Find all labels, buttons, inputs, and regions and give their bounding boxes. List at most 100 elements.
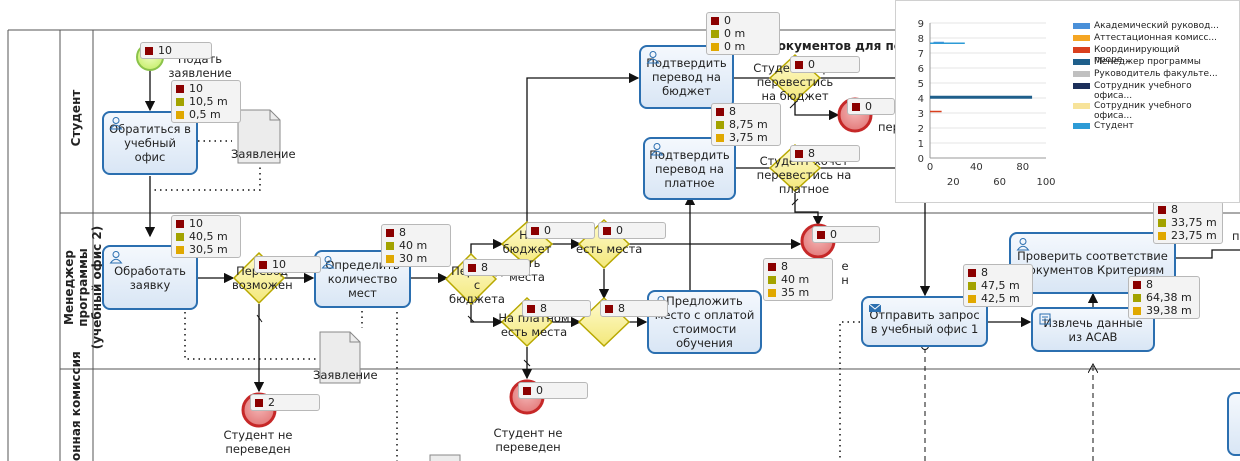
legend-label: Академический руковод... bbox=[1094, 21, 1219, 31]
task-partial-right[interactable] bbox=[1227, 392, 1240, 456]
badge-total: 47,5 m bbox=[981, 278, 1020, 292]
badge-count: 0 bbox=[544, 223, 551, 237]
user-task-icon bbox=[646, 51, 660, 64]
badge-total: 40 m bbox=[781, 272, 810, 286]
badge-stud-plat: 8 bbox=[790, 145, 860, 162]
badge-wait: 42,5 m bbox=[981, 291, 1020, 305]
associations bbox=[150, 140, 860, 461]
badge-count: 8 bbox=[808, 146, 815, 160]
wait-time-icon bbox=[768, 288, 776, 297]
label-ne-pereveden-2: Студент не переведен bbox=[493, 426, 563, 454]
x-tick-label: 0 bbox=[927, 162, 933, 173]
badge-na-platnom: 8 bbox=[522, 300, 591, 317]
badge-obratitsya: 10 10,5 m 0,5 m bbox=[171, 80, 241, 123]
badge-wait: 30,5 m bbox=[189, 242, 228, 256]
badge-obrabotat: 10 40,5 m 30,5 m bbox=[171, 215, 241, 258]
badge-count: 2 bbox=[268, 395, 275, 409]
task-predlozhit[interactable]: Предложить место с оплатой стоимости обу… bbox=[647, 290, 762, 354]
count-icon bbox=[968, 268, 976, 277]
badge-na-budget: 0 bbox=[526, 222, 595, 239]
legend-swatch bbox=[1073, 123, 1090, 129]
badge-count: 10 bbox=[158, 43, 172, 57]
badge-end-top: 0 bbox=[847, 98, 895, 115]
send-message-icon bbox=[868, 303, 882, 312]
legend-swatch bbox=[1073, 35, 1090, 41]
task-label: Обратиться в учебный офис bbox=[109, 122, 191, 164]
badge-count: 8 bbox=[399, 225, 406, 239]
y-tick-label: 1 bbox=[918, 139, 924, 150]
badge-count: 0 bbox=[724, 13, 731, 27]
count-icon bbox=[1133, 280, 1141, 289]
x-tick-label: 60 bbox=[993, 177, 1006, 188]
badge-est-mesta: 0 bbox=[598, 222, 666, 239]
document-zayavlenie-2[interactable] bbox=[319, 331, 361, 384]
badge-wait: 35 m bbox=[781, 285, 810, 299]
badge-count: 0 bbox=[865, 99, 872, 113]
y-tick-label: 2 bbox=[918, 124, 924, 135]
label-end-mid-1: е н bbox=[841, 259, 849, 287]
total-time-icon bbox=[1133, 293, 1141, 302]
task-podtverdit-budget[interactable]: Подтвердить перевод на бюджет bbox=[639, 45, 734, 109]
badge-opredelit: 8 40 m 30 m bbox=[381, 224, 451, 267]
total-time-icon bbox=[711, 29, 719, 38]
badge-wait: 30 m bbox=[399, 251, 428, 265]
badge-total: 33,75 m bbox=[1171, 215, 1217, 229]
wait-time-icon bbox=[716, 133, 724, 142]
badge-count: 0 bbox=[830, 227, 837, 241]
task-otpravit[interactable]: Отправить запрос в учебный офис 1 bbox=[861, 296, 988, 347]
badge-count: 8 bbox=[781, 259, 788, 273]
count-icon bbox=[716, 107, 724, 116]
badge-count: 10 bbox=[189, 81, 203, 95]
badge-count: 0 bbox=[536, 383, 543, 397]
count-icon bbox=[531, 226, 539, 235]
task-podtverdit-platnoe[interactable]: Подтвердить перевод на платное bbox=[643, 137, 736, 200]
x-tick-label: 100 bbox=[1036, 177, 1055, 188]
badge-count: 8 bbox=[540, 301, 547, 315]
count-icon bbox=[176, 219, 184, 228]
document-zayavlenie-1[interactable] bbox=[237, 109, 281, 164]
x-tick-label: 20 bbox=[947, 177, 960, 188]
badge-wait: 23,75 m bbox=[1171, 228, 1217, 242]
badge-total: 40 m bbox=[399, 238, 428, 252]
badge-join: 8 bbox=[600, 300, 668, 317]
count-icon bbox=[711, 16, 719, 25]
badge-wait: 0,5 m bbox=[189, 107, 221, 121]
user-task-icon bbox=[321, 256, 335, 269]
lane-label-commission: онная комиссия bbox=[69, 351, 83, 461]
badge-count: 8 bbox=[981, 265, 988, 279]
y-tick-label: 6 bbox=[918, 64, 924, 75]
badge-podtv-plat: 8 8,75 m 3,75 m bbox=[711, 103, 781, 146]
wait-time-icon bbox=[968, 294, 976, 303]
total-time-icon bbox=[968, 281, 976, 290]
task-label: Подтвердить перевод на бюджет bbox=[646, 56, 727, 98]
x-tick-label: 40 bbox=[970, 162, 983, 173]
count-icon bbox=[255, 398, 263, 407]
legend-label: Сотрудник учебного офиса... bbox=[1094, 81, 1192, 101]
badge-total: 8,75 m bbox=[729, 117, 768, 131]
count-icon bbox=[817, 230, 825, 239]
total-time-icon bbox=[176, 232, 184, 241]
badge-end-ne-perev-2: 0 bbox=[518, 382, 588, 399]
badge-wait: 3,75 m bbox=[729, 130, 768, 144]
label-doc-2: Заявление bbox=[313, 368, 378, 382]
wait-time-icon bbox=[1158, 231, 1166, 240]
legend-label: Менеджер программы bbox=[1094, 57, 1201, 67]
label-ne-pereveden-1: Студент не переведен bbox=[223, 428, 293, 456]
count-icon bbox=[605, 304, 613, 313]
task-label: Предложить место с оплатой стоимости обу… bbox=[654, 294, 755, 350]
badge-perevod-vozm: 10 bbox=[254, 256, 321, 273]
legend-swatch bbox=[1073, 23, 1090, 29]
count-icon bbox=[386, 228, 394, 237]
badge-wait: 39,38 m bbox=[1146, 303, 1192, 317]
y-tick-label: 5 bbox=[918, 79, 924, 90]
count-icon bbox=[603, 226, 611, 235]
badge-count: 0 bbox=[616, 223, 623, 237]
task-proverit[interactable]: Проверить соответствие документов Критер… bbox=[1009, 232, 1176, 294]
task-label: Подтвердить перевод на платное bbox=[649, 147, 730, 190]
lane-label-manager: Менеджер программы (учебный офис 2) bbox=[62, 225, 104, 350]
badge-count: 8 bbox=[1171, 202, 1178, 216]
label-p: п bbox=[1232, 229, 1240, 243]
document-partial bbox=[429, 454, 461, 461]
count-icon bbox=[527, 304, 535, 313]
